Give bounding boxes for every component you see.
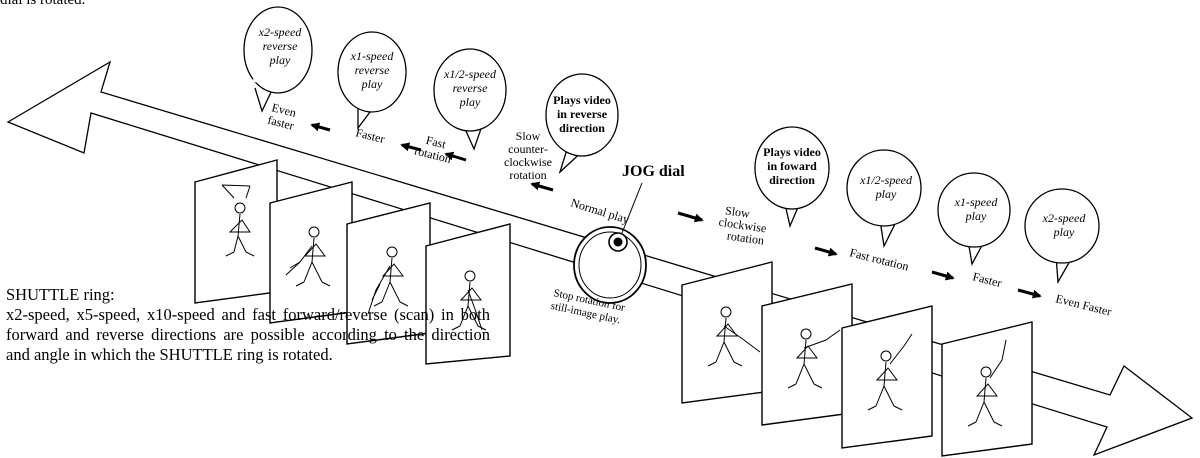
svg-text:reverse: reverse <box>355 63 391 77</box>
svg-text:counter-: counter- <box>508 142 548 156</box>
forward-faster-arrow-icon <box>1017 288 1042 299</box>
svg-text:Slow: Slow <box>516 129 541 143</box>
svg-text:Even: Even <box>270 100 297 120</box>
shuttle-ring-description: SHUTTLE ring: x2-speed, x5-speed, x10-sp… <box>6 285 490 365</box>
svg-text:x2-speed: x2-speed <box>1042 211 1087 225</box>
svg-text:in reverse: in reverse <box>557 107 608 121</box>
jog-dial-label: JOG dial <box>622 163 685 180</box>
reverse-even-faster-label: Even faster <box>266 100 297 133</box>
svg-text:rotation: rotation <box>413 143 453 166</box>
svg-text:play: play <box>459 95 481 109</box>
video-frame-forward-4 <box>941 321 1033 457</box>
shuttle-ring-text: x2-speed, x5-speed, x10-speed and fast f… <box>6 305 490 364</box>
forward-frames <box>681 261 1033 457</box>
svg-text:x1-speed: x1-speed <box>954 195 999 209</box>
video-frame-forward-3 <box>841 305 933 449</box>
normal-play-forward-arrow-icon <box>677 211 704 223</box>
normal-play-label: Normal play <box>569 195 631 226</box>
reverse-slow-rotation-label: Slow counter- clockwise rotation <box>504 129 552 182</box>
svg-text:x1-speed: x1-speed <box>350 49 395 63</box>
svg-text:Plays video: Plays video <box>763 145 821 159</box>
svg-text:reverse: reverse <box>263 39 299 53</box>
svg-text:x1/2-speed: x1/2-speed <box>443 67 497 81</box>
reverse-frames <box>194 159 511 365</box>
reverse-slow-arrow-icon <box>444 151 467 162</box>
forward-faster-label: Faster <box>971 269 1003 290</box>
video-frame-forward-1 <box>681 261 773 404</box>
svg-text:rotation: rotation <box>726 229 765 248</box>
svg-text:clockwise: clockwise <box>718 215 767 236</box>
reverse-faster-label: Faster <box>354 125 386 146</box>
svg-text:rotation: rotation <box>509 168 546 182</box>
forward-fast-rotation-label: Fast rotation <box>848 245 910 273</box>
bubble-x1-speed-reverse: x1-speed reverse play <box>337 31 407 130</box>
svg-text:in foward: in foward <box>767 159 817 173</box>
bubble-plays-forward-direction: Plays video in foward direction <box>754 126 830 229</box>
video-frame-reverse-4 <box>194 159 278 304</box>
svg-text:Plays video: Plays video <box>553 93 611 107</box>
svg-text:play: play <box>965 209 987 223</box>
jog-dial-icon <box>573 182 647 304</box>
bubble-x2-speed-reverse: x2-speed reverse play <box>243 6 313 113</box>
svg-text:x1/2-speed: x1/2-speed <box>859 173 913 187</box>
svg-text:Fast: Fast <box>425 133 448 152</box>
reverse-fast-arrow-icon <box>400 142 422 152</box>
bubble-plays-reverse-direction: Plays video in reverse direction <box>545 73 619 175</box>
svg-text:reverse: reverse <box>453 81 489 95</box>
bubble-x1-2-speed-forward: x1/2-speed play <box>846 149 922 249</box>
normal-play-reverse-arrow-icon <box>530 181 554 192</box>
forward-fast-arrow-icon <box>931 270 955 281</box>
svg-text:play: play <box>875 187 897 201</box>
svg-text:play: play <box>361 77 383 91</box>
svg-text:play: play <box>1053 225 1075 239</box>
svg-text:faster: faster <box>266 113 295 133</box>
svg-text:play: play <box>269 53 291 67</box>
bubble-x1-speed-forward: x1-speed play <box>937 172 1011 266</box>
svg-text:direction: direction <box>769 173 815 187</box>
svg-text:direction: direction <box>559 121 605 135</box>
forward-slow-rotation-label: Slow clockwise rotation <box>718 203 767 247</box>
shuttle-ring-title: SHUTTLE ring: <box>6 285 115 304</box>
top-cut-caption: dial is rotated. <box>0 0 86 8</box>
svg-text:clockwise: clockwise <box>504 155 552 169</box>
forward-slow-arrow-icon <box>814 246 838 257</box>
forward-even-faster-label: Even Faster <box>1054 291 1113 318</box>
bubble-x1-2-speed-reverse: x1/2-speed reverse play <box>433 48 507 151</box>
bubble-x2-speed-forward: x2-speed play <box>1024 188 1100 285</box>
svg-text:x2-speed: x2-speed <box>258 25 303 39</box>
reverse-faster-arrow-icon <box>310 122 331 132</box>
video-frame-forward-2 <box>761 283 853 426</box>
svg-text:Slow: Slow <box>724 203 751 220</box>
video-frame-reverse-1 <box>425 223 511 365</box>
